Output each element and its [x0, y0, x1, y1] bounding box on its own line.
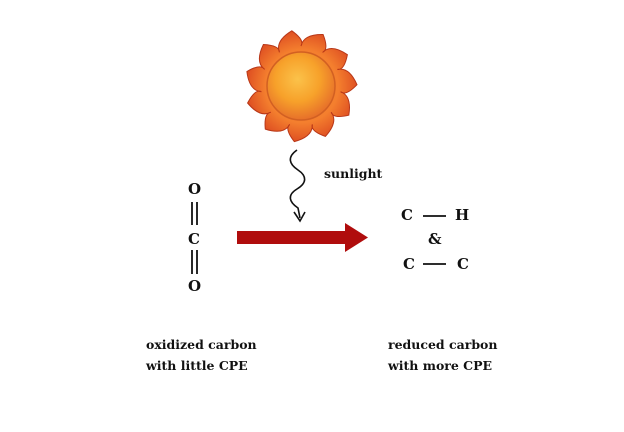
co2-carbon: C: [188, 230, 200, 248]
and-symbol: &: [428, 230, 442, 248]
co2-double-bond-top: [191, 202, 198, 225]
sunlight-label: sunlight: [324, 166, 383, 181]
sun-core: [266, 51, 336, 121]
reaction-arrow: [237, 223, 368, 252]
sunlight-wave-arrow: [289, 149, 306, 223]
ch-hydrogen: H: [455, 206, 470, 224]
sun-icon: [246, 30, 358, 143]
cc-carbon-right: C: [457, 255, 469, 273]
right-caption-line1: reduced carbon: [388, 337, 498, 352]
co2-top-oxygen: O: [188, 180, 202, 198]
right-caption-line2: with more CPE: [388, 358, 493, 373]
left-caption: oxidized carbon with little CPE: [146, 334, 257, 376]
co2-bottom-oxygen: O: [188, 277, 202, 295]
cc-carbon-left: C: [403, 255, 415, 273]
left-caption-line2: with little CPE: [146, 358, 248, 373]
co2-double-bond-bottom: [191, 250, 198, 274]
left-caption-line1: oxidized carbon: [146, 337, 257, 352]
ch-carbon: C: [401, 206, 413, 224]
right-caption: reduced carbon with more CPE: [388, 334, 498, 376]
